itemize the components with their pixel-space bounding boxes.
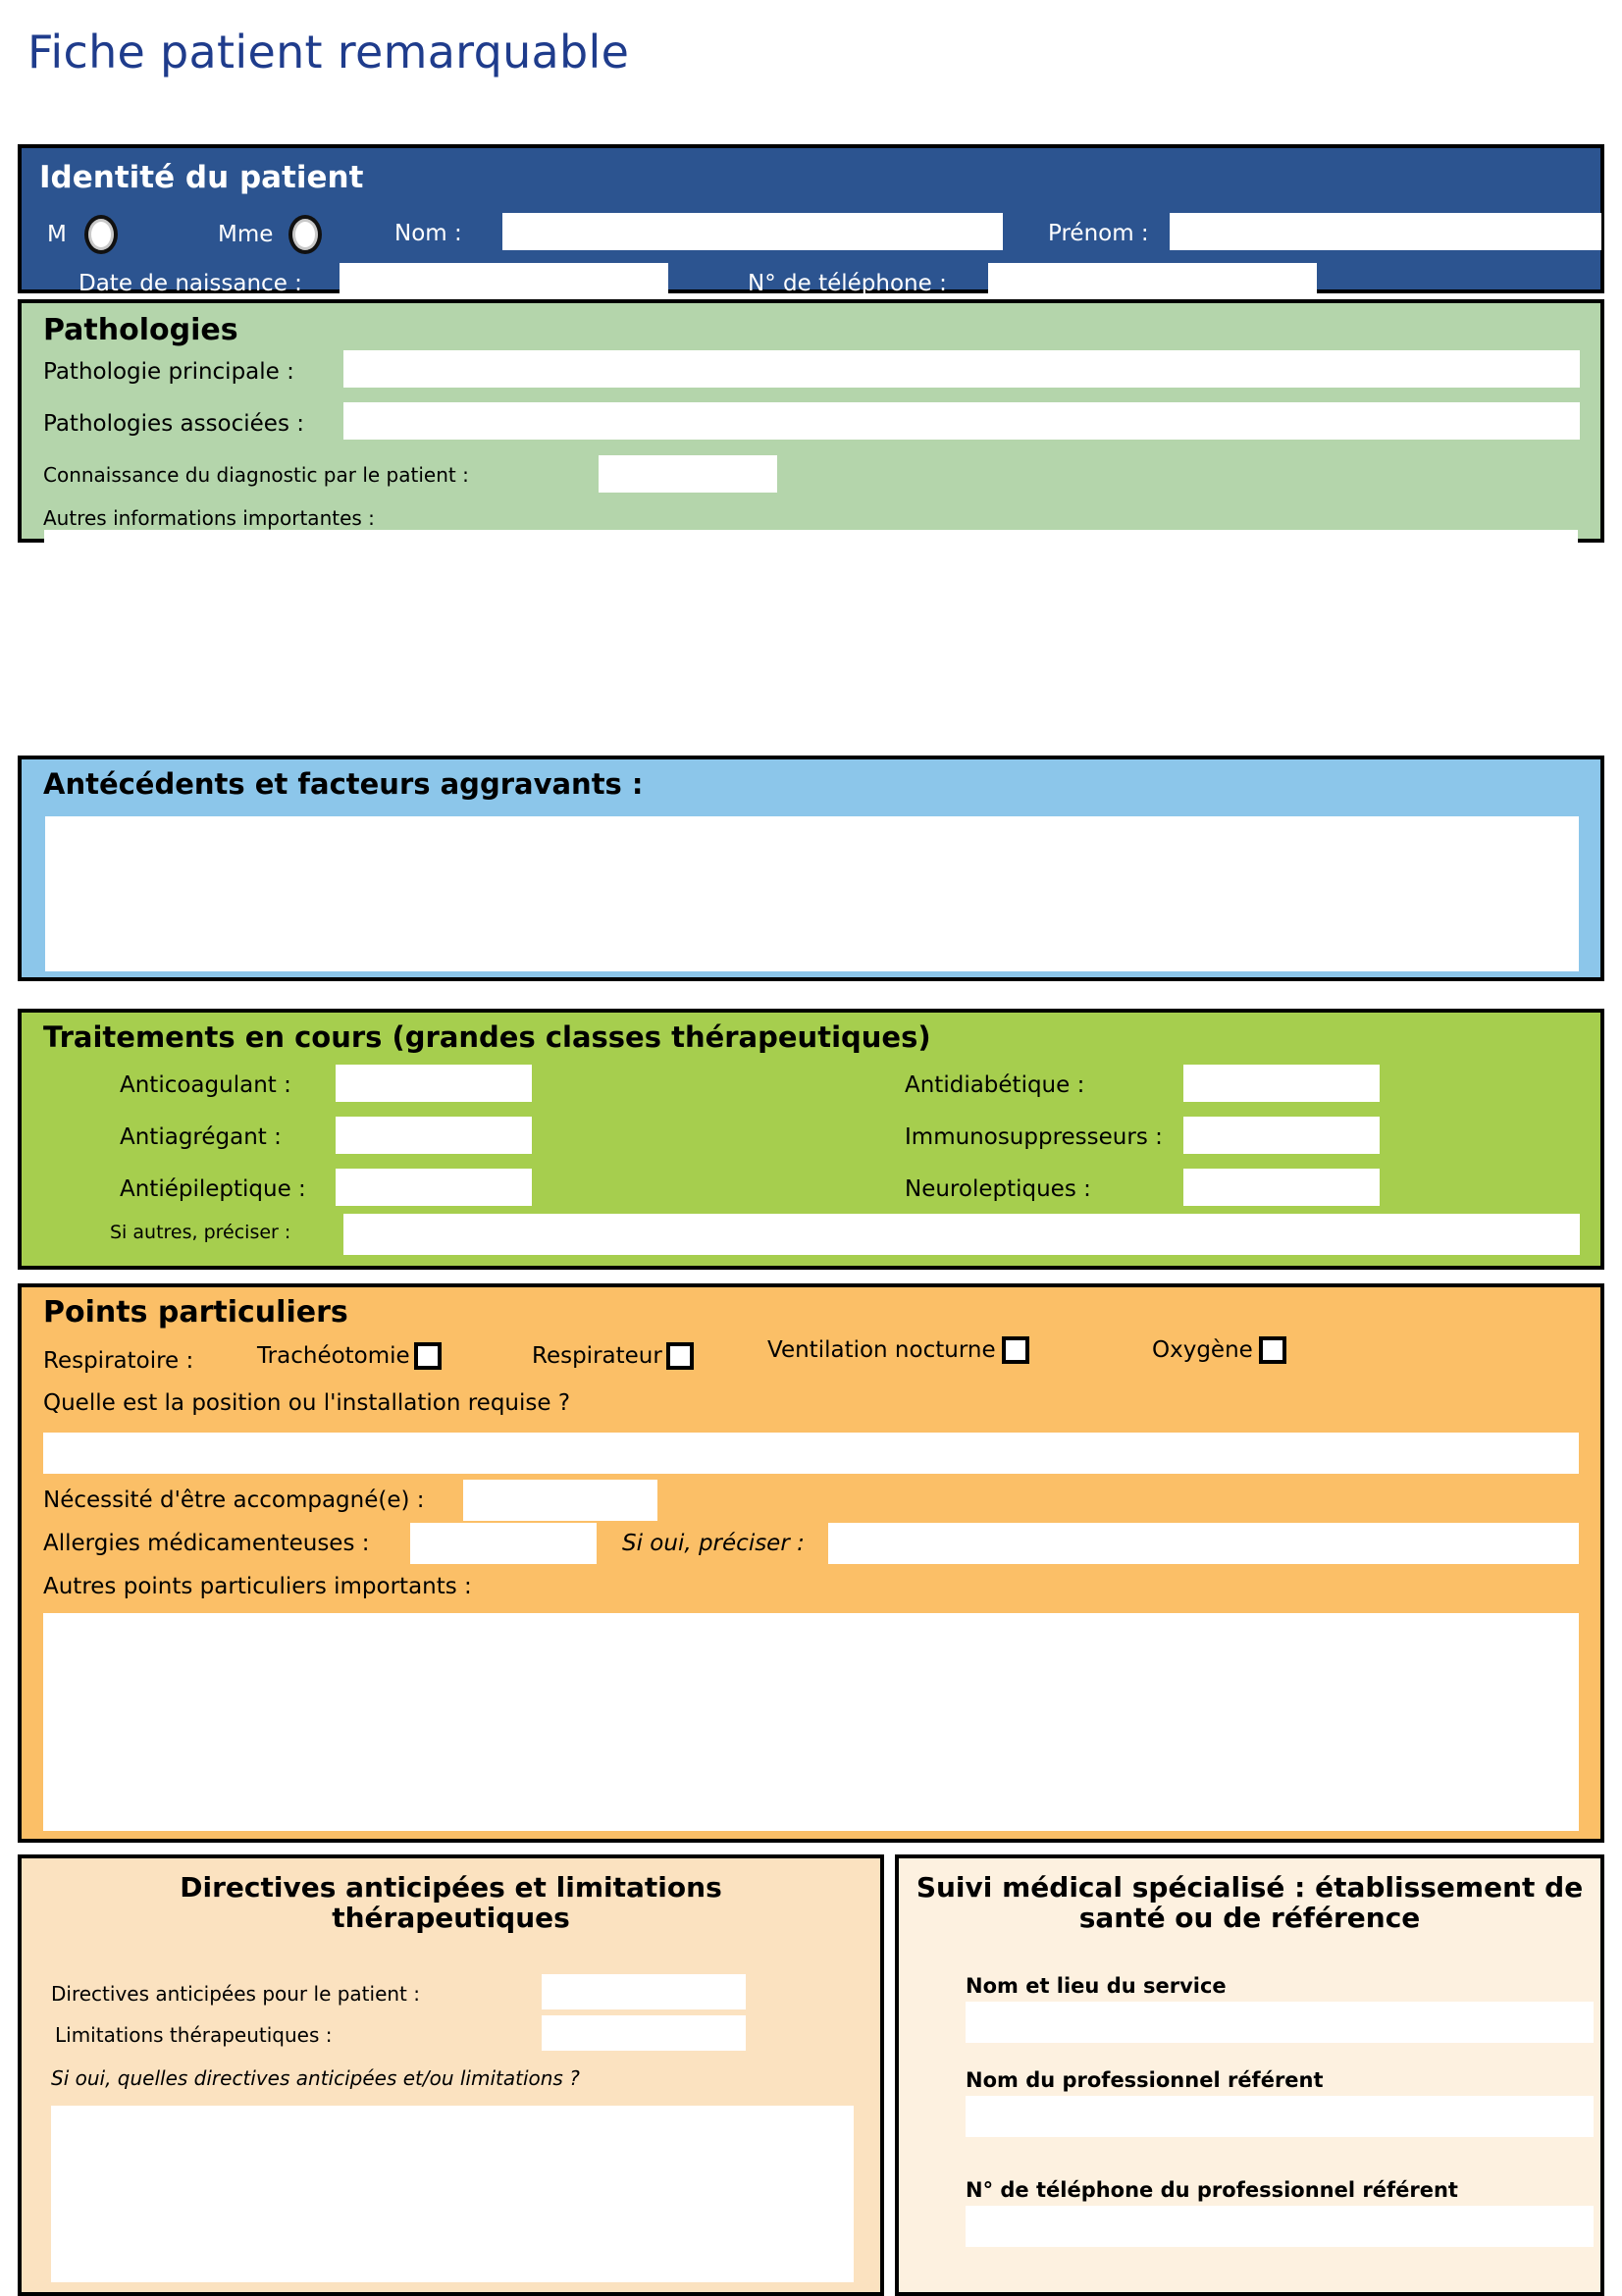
antiagregant-label: Antiagrégant : bbox=[120, 1124, 282, 1150]
directives-patient-label: Directives anticipées pour le patient : bbox=[51, 1982, 420, 2006]
section-identite-du-patient: Identité du patient M Mme Nom : Prénom :… bbox=[18, 144, 1604, 304]
respiratoire-label: Respiratoire : bbox=[43, 1348, 194, 1374]
position-installation-label: Quelle est la position ou l'installation… bbox=[43, 1390, 571, 1416]
pathologies-associees-input[interactable] bbox=[343, 402, 1580, 440]
section-suivi-medical: Suivi médical spécialisé : établissement… bbox=[895, 1854, 1604, 2296]
pathologie-principale-label: Pathologie principale : bbox=[43, 359, 294, 385]
telephone-group: N° de téléphone : bbox=[748, 271, 947, 296]
telephone-professionnel-referent-label: N° de téléphone du professionnel référen… bbox=[966, 2178, 1458, 2202]
date-naissance-group: Date de naissance : bbox=[78, 271, 302, 296]
accompagne-input[interactable] bbox=[463, 1480, 657, 1521]
allergies-precision-input[interactable] bbox=[828, 1523, 1579, 1564]
connaissance-diagnostic-label: Connaissance du diagnostic par le patien… bbox=[43, 463, 469, 487]
page-title: Fiche patient remarquable bbox=[27, 26, 630, 78]
civility-mme-label: Mme bbox=[218, 222, 274, 247]
directives-si-oui-label: Si oui, quelles directives anticipées et… bbox=[51, 2066, 580, 2090]
directives-patient-input[interactable] bbox=[542, 1974, 746, 2009]
neuroleptiques-label: Neuroleptiques : bbox=[905, 1176, 1091, 1202]
section-points-particuliers: Points particuliers Respiratoire : Trach… bbox=[18, 1283, 1604, 1843]
date-naissance-input[interactable] bbox=[340, 263, 668, 304]
section-pathologies: Pathologies Pathologie principale : Path… bbox=[18, 299, 1604, 543]
civility-m-label: M bbox=[47, 222, 67, 247]
prenom-input[interactable] bbox=[1170, 213, 1601, 250]
allergies-label: Allergies médicamenteuses : bbox=[43, 1531, 370, 1556]
checkbox-oxygene-group[interactable]: Oxygène bbox=[1152, 1336, 1286, 1364]
immunosuppresseurs-input[interactable] bbox=[1183, 1117, 1380, 1154]
antiepileptique-label: Antiépileptique : bbox=[120, 1176, 306, 1202]
autres-points-textarea[interactable] bbox=[43, 1613, 1579, 1831]
allergies-si-oui-label: Si oui, préciser : bbox=[622, 1531, 805, 1556]
oxygene-checkbox[interactable] bbox=[1258, 1336, 1286, 1364]
section-heading-suivi: Suivi médical spécialisé : établissement… bbox=[916, 1871, 1584, 1935]
telephone-label: N° de téléphone : bbox=[748, 271, 947, 296]
autres-informations-label: Autres informations importantes : bbox=[43, 506, 375, 530]
checkbox-tracheotomie-label: Trachéotomie bbox=[257, 1343, 410, 1369]
section-directives-anticipees: Directives anticipées et limitations thé… bbox=[18, 1854, 884, 2296]
prenom-label: Prénom : bbox=[1048, 221, 1149, 246]
anticoagulant-input[interactable] bbox=[336, 1065, 532, 1102]
tracheotomie-checkbox[interactable] bbox=[413, 1342, 442, 1370]
accompagne-label: Nécessité d'être accompagné(e) : bbox=[43, 1487, 425, 1513]
antidiabetique-label: Antidiabétique : bbox=[905, 1072, 1085, 1098]
immunosuppresseurs-label: Immunosuppresseurs : bbox=[905, 1124, 1163, 1150]
si-autres-preciser-input[interactable] bbox=[343, 1214, 1580, 1255]
pathologie-principale-input[interactable] bbox=[343, 350, 1580, 388]
section-heading-antecedents: Antécédents et facteurs aggravants : bbox=[43, 767, 644, 801]
civility-m-radio[interactable] bbox=[83, 215, 118, 254]
telephone-input[interactable] bbox=[988, 263, 1317, 304]
antecedents-textarea[interactable] bbox=[45, 816, 1579, 971]
section-heading-pathologies: Pathologies bbox=[43, 313, 238, 347]
anticoagulant-label: Anticoagulant : bbox=[120, 1072, 291, 1098]
checkbox-respirateur-label: Respirateur bbox=[532, 1343, 662, 1369]
limitations-therapeutiques-label: Limitations thérapeutiques : bbox=[55, 2023, 333, 2047]
section-antecedents: Antécédents et facteurs aggravants : bbox=[18, 756, 1604, 981]
civility-mme-group[interactable]: Mme bbox=[218, 215, 323, 254]
nom-professionnel-referent-input[interactable] bbox=[966, 2096, 1594, 2137]
checkbox-ventilation-nocturne-group[interactable]: Ventilation nocturne bbox=[767, 1336, 1029, 1364]
checkbox-tracheotomie-group[interactable]: Trachéotomie bbox=[257, 1342, 442, 1370]
nom-professionnel-referent-label: Nom du professionnel référent bbox=[966, 2068, 1324, 2092]
checkbox-ventilation-nocturne-label: Ventilation nocturne bbox=[767, 1337, 996, 1363]
section-heading-identite: Identité du patient bbox=[39, 160, 364, 195]
checkbox-respirateur-group[interactable]: Respirateur bbox=[532, 1342, 694, 1370]
prenom-group: Prénom : bbox=[1048, 221, 1149, 246]
neuroleptiques-input[interactable] bbox=[1183, 1169, 1380, 1206]
civility-mme-radio[interactable] bbox=[288, 215, 323, 254]
ventilation-nocturne-checkbox[interactable] bbox=[1001, 1336, 1029, 1364]
nom-label: Nom : bbox=[394, 221, 462, 246]
section-traitements: Traitements en cours (grandes classes th… bbox=[18, 1009, 1604, 1270]
date-naissance-label: Date de naissance : bbox=[78, 271, 302, 296]
limitations-therapeutiques-input[interactable] bbox=[542, 2015, 746, 2051]
nom-group: Nom : bbox=[394, 221, 462, 246]
nom-lieu-service-input[interactable] bbox=[966, 2002, 1594, 2043]
directives-details-textarea[interactable] bbox=[51, 2106, 854, 2282]
position-installation-input[interactable] bbox=[43, 1433, 1579, 1474]
pathologies-associees-label: Pathologies associées : bbox=[43, 411, 305, 437]
civility-m-group[interactable]: M bbox=[47, 215, 118, 254]
checkbox-oxygene-label: Oxygène bbox=[1152, 1337, 1253, 1363]
antidiabetique-input[interactable] bbox=[1183, 1065, 1380, 1102]
telephone-professionnel-referent-input[interactable] bbox=[966, 2206, 1594, 2247]
antiagregant-input[interactable] bbox=[336, 1117, 532, 1154]
section-heading-points-particuliers: Points particuliers bbox=[43, 1295, 348, 1330]
nom-input[interactable] bbox=[502, 213, 1003, 250]
autres-points-label: Autres points particuliers importants : bbox=[43, 1574, 472, 1599]
autres-informations-textarea[interactable] bbox=[44, 530, 1578, 631]
nom-lieu-service-label: Nom et lieu du service bbox=[966, 1974, 1227, 1998]
allergies-input[interactable] bbox=[410, 1523, 597, 1564]
section-heading-traitements: Traitements en cours (grandes classes th… bbox=[43, 1020, 931, 1054]
respirateur-checkbox[interactable] bbox=[665, 1342, 694, 1370]
si-autres-preciser-label: Si autres, préciser : bbox=[110, 1222, 291, 1243]
connaissance-diagnostic-input[interactable] bbox=[599, 455, 777, 493]
antiepileptique-input[interactable] bbox=[336, 1169, 532, 1206]
section-heading-directives: Directives anticipées et limitations thé… bbox=[180, 1871, 722, 1935]
